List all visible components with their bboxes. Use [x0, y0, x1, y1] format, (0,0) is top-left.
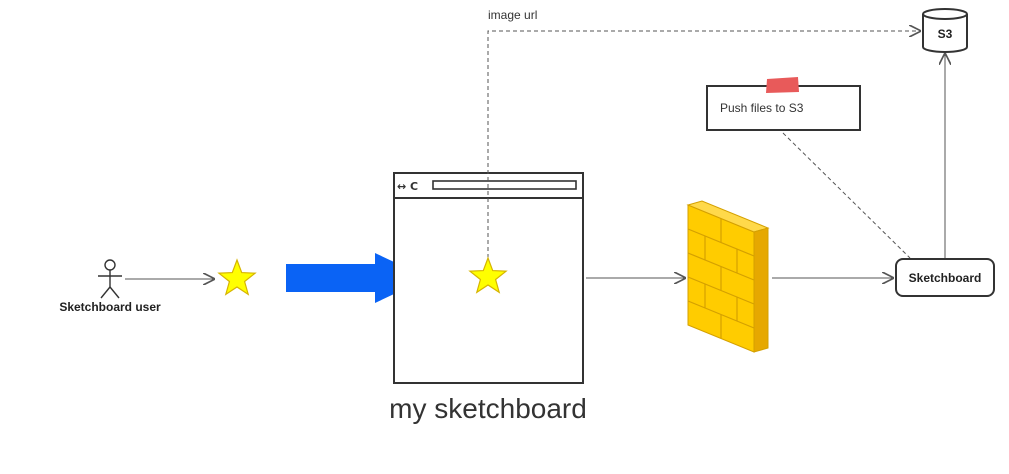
firewall-icon[interactable]: [686, 200, 770, 353]
user-label: Sketchboard user: [59, 300, 161, 314]
s3-label: S3: [938, 27, 953, 41]
browser-nav-icons: ↔ C: [397, 180, 418, 193]
star-icon[interactable]: [468, 256, 508, 294]
blue-arrow-icon: [286, 253, 428, 303]
sketchboard-service-box[interactable]: [895, 258, 995, 297]
browser-address-bar[interactable]: [432, 180, 577, 190]
image-url-label: image url: [488, 8, 537, 22]
connector-note-to-service: [782, 132, 911, 259]
star-icon[interactable]: [217, 258, 257, 296]
browser-caption: my sketchboard: [389, 393, 587, 424]
s3-database-icon[interactable]: [922, 8, 968, 53]
note-pin-icon: [766, 77, 799, 93]
note-text: Push files to S3: [720, 101, 804, 115]
service-label: Sketchboard: [909, 271, 982, 285]
user-actor-icon[interactable]: [98, 259, 122, 299]
connector-image-url: [487, 31, 920, 258]
